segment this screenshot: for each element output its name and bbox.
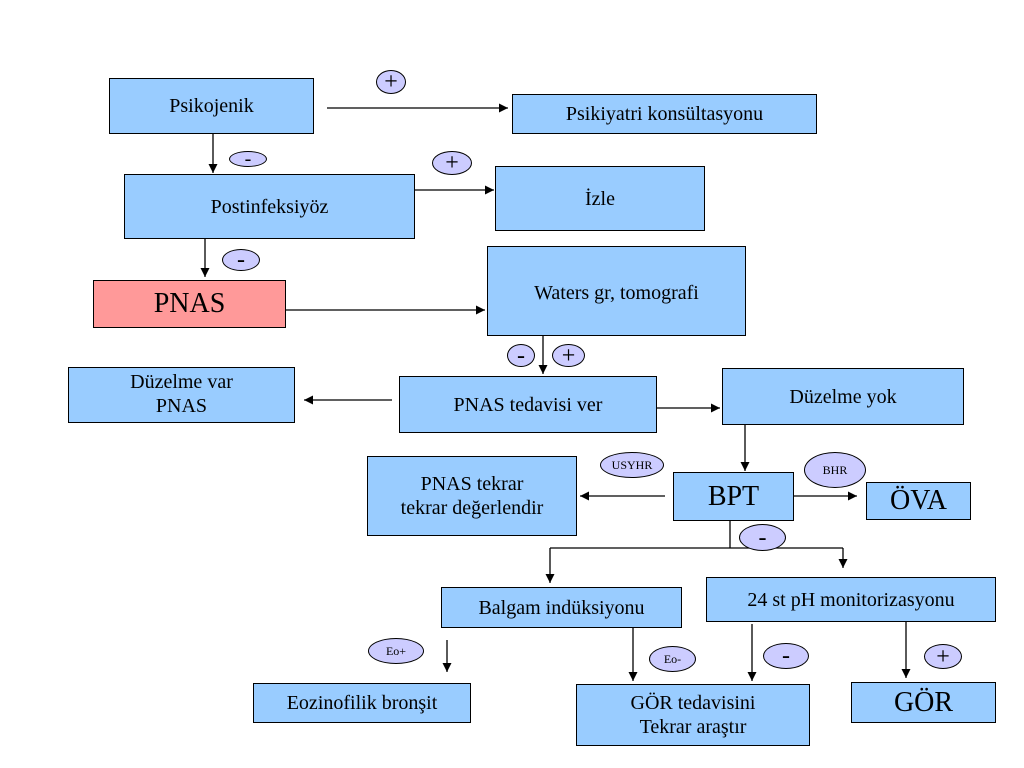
node-duzelme-yok-label: Düzelme yok [789, 385, 897, 408]
badge-minus-waters: - [507, 342, 535, 369]
badge-minus-psikojenik: - [229, 148, 267, 170]
badge-minus-ph-label: - [782, 643, 790, 669]
badge-plus-ph: + [924, 644, 962, 669]
badge-plus-waters: + [552, 342, 585, 369]
badge-bhr-label: BHR [822, 463, 848, 477]
node-psikiyatri-label: Psikiyatri konsültasyonu [565, 103, 764, 125]
node-duzelme-var-line1: Düzelme var [130, 371, 233, 393]
badge-minus-bpt-label: - [758, 524, 767, 551]
node-bpt-label: BPT [707, 480, 760, 512]
badge-plus-postinf: + [432, 151, 472, 175]
node-balgam-label: Balgam indüksiyonu [478, 596, 645, 619]
badge-minus-waters-label: - [517, 342, 525, 369]
node-gor: GÖR [851, 682, 996, 723]
node-pnas-label: PNAS [153, 288, 226, 319]
badge-eo-minus-label: Eo- [663, 652, 682, 666]
badge-plus-ph-label: + [936, 643, 950, 670]
node-pnas-tedavisi-label: PNAS tedavisi ver [453, 393, 603, 416]
badge-plus-waters-label: + [561, 342, 576, 369]
node-psikiyatri: Psikiyatri konsültasyonu [512, 94, 817, 134]
badge-minus-psikojenik-label: - [244, 148, 252, 170]
node-gor-tedavi-line2: Tekrar araştır [639, 716, 747, 738]
node-duzelme-yok: Düzelme yok [722, 368, 964, 425]
badge-minus-ph: - [763, 643, 809, 669]
node-psikojenik: Psikojenik [109, 78, 314, 134]
node-postinfeksiyoz-label: Postinfeksiyöz [210, 195, 329, 218]
node-gor-tedavi: GÖR tedavisini Tekrar araştır [576, 684, 810, 746]
node-ph: 24 st pH monitorizasyonu [706, 577, 996, 622]
node-waters-label: Waters gr, tomografi [534, 282, 699, 304]
node-izle: İzle [495, 166, 705, 231]
node-ph-label: 24 st pH monitorizasyonu [747, 588, 955, 611]
badge-minus-bpt: - [739, 524, 786, 551]
node-ova: ÖVA [866, 482, 971, 520]
node-duzelme-var: Düzelme var PNAS [68, 367, 295, 423]
node-gor-tedavi-line1: GÖR tedavisini [630, 692, 756, 714]
node-gor-label: GÖR [893, 686, 954, 718]
node-waters: Waters gr, tomografi [487, 246, 746, 336]
badge-usyhr: USYHR [600, 452, 664, 478]
node-eozinofilik: Eozinofilik bronşit [253, 683, 471, 723]
badge-plus-psikojenik: + [376, 70, 406, 94]
node-eozinofilik-label: Eozinofilik bronşit [286, 692, 438, 714]
badge-minus-postinf: - [222, 247, 260, 273]
node-pnas-tekrar-line1: PNAS tekrar [420, 473, 524, 495]
node-balgam: Balgam indüksiyonu [441, 587, 682, 628]
node-psikojenik-label: Psikojenik [169, 95, 254, 117]
badge-usyhr-label: USYHR [611, 458, 653, 472]
node-bpt: BPT [673, 472, 794, 521]
badge-minus-postinf-label: - [237, 247, 245, 273]
node-pnas-tekrar-line2: tekrar değerlendir [400, 497, 544, 519]
node-pnas-tekrar: PNAS tekrar tekrar değerlendir [367, 456, 577, 536]
node-ova-label: ÖVA [889, 485, 948, 516]
badge-eo-plus: Eo+ [368, 638, 424, 664]
node-duzelme-var-line2: PNAS [155, 395, 208, 417]
node-pnas-tedavisi: PNAS tedavisi ver [399, 376, 657, 433]
badge-plus-psikojenik-label: + [384, 69, 398, 95]
badge-bhr: BHR [804, 452, 866, 488]
node-izle-label: İzle [585, 187, 615, 210]
badge-plus-postinf-label: + [445, 150, 459, 176]
badge-eo-plus-label: Eo+ [385, 644, 407, 658]
node-pnas: PNAS [93, 280, 286, 328]
badge-eo-minus: Eo- [649, 646, 696, 672]
node-postinfeksiyoz: Postinfeksiyöz [124, 174, 415, 239]
